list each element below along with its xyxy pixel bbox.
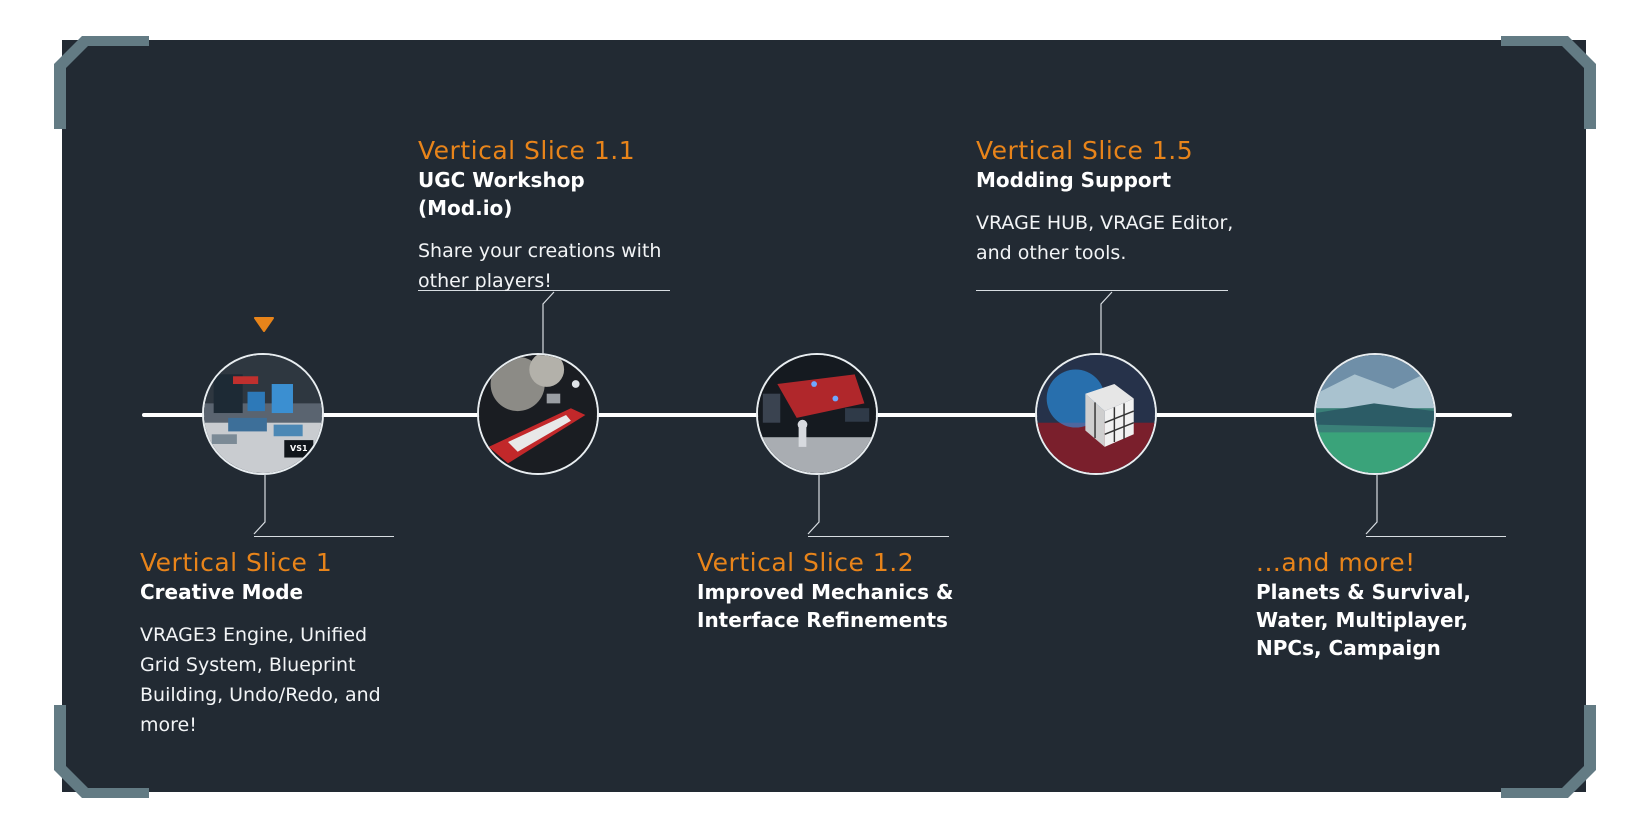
- cube-image: [1037, 355, 1155, 473]
- milestone-card-2: Vertical Slice 1.1 UGC Workshop (Mod.io)…: [418, 136, 678, 296]
- milestone-card-3: Vertical Slice 1.2 Improved Mechanics & …: [697, 548, 957, 634]
- milestone-subtitle: Modding Support: [976, 168, 1172, 192]
- astronaut-hangar-image: [758, 355, 876, 473]
- divider-rule-3: [808, 536, 949, 537]
- creative-mode-image: [204, 355, 322, 473]
- cube-thumbnail[interactable]: [1035, 353, 1157, 475]
- milestone-description: VRAGE HUB, VRAGE Editor, and other tools…: [976, 212, 1234, 264]
- triangle-down-icon: [254, 317, 274, 332]
- divider-rule-4: [976, 290, 1228, 291]
- milestone-title: ...and more!: [1256, 548, 1416, 577]
- milestone-subtitle: Creative Mode: [140, 580, 304, 604]
- milestone-subtitle: Planets & Survival, Water, Multiplayer, …: [1256, 580, 1472, 660]
- milestone-card-4: Vertical Slice 1.5 Modding Support VRAGE…: [976, 136, 1236, 268]
- thumbnail-badge: VS1: [290, 444, 308, 453]
- divider-rule-2: [418, 290, 670, 291]
- milestone-description: VRAGE3 Engine, Unified Grid System, Blue…: [140, 624, 381, 736]
- red-ship-thumbnail[interactable]: [477, 353, 599, 475]
- milestone-card-1: Vertical Slice 1 Creative Mode VRAGE3 En…: [140, 548, 400, 740]
- astronaut-hangar-thumbnail[interactable]: [756, 353, 878, 475]
- red-ship-image: [479, 355, 597, 473]
- milestone-subtitle: UGC Workshop (Mod.io): [418, 168, 585, 220]
- milestone-description: Share your creations with other players!: [418, 240, 662, 292]
- milestone-title: Vertical Slice 1.1: [418, 136, 636, 165]
- connector-1: [253, 474, 266, 535]
- creative-mode-thumbnail[interactable]: [202, 353, 324, 475]
- milestone-title: Vertical Slice 1.5: [976, 136, 1194, 165]
- frame-corner-bottom-right: [1501, 705, 1596, 798]
- divider-rule-5: [1366, 536, 1506, 537]
- connector-5: [1365, 474, 1378, 535]
- milestone-title: Vertical Slice 1.2: [697, 548, 915, 577]
- connector-2: [542, 291, 555, 354]
- milestone-title: Vertical Slice 1: [140, 548, 333, 577]
- milestone-subtitle: Improved Mechanics & Interface Refinemen…: [697, 580, 954, 632]
- connector-3: [807, 474, 820, 535]
- planet-landscape-thumbnail[interactable]: [1314, 353, 1436, 475]
- planet-landscape-image: [1316, 355, 1434, 473]
- frame-corner-top-left: [54, 36, 149, 129]
- frame-corner-top-right: [1501, 36, 1596, 129]
- milestone-card-5: ...and more! Planets & Survival, Water, …: [1256, 548, 1516, 662]
- frame-corner-bottom-left: [54, 705, 149, 798]
- connector-4: [1100, 291, 1113, 354]
- divider-rule-1: [254, 536, 394, 537]
